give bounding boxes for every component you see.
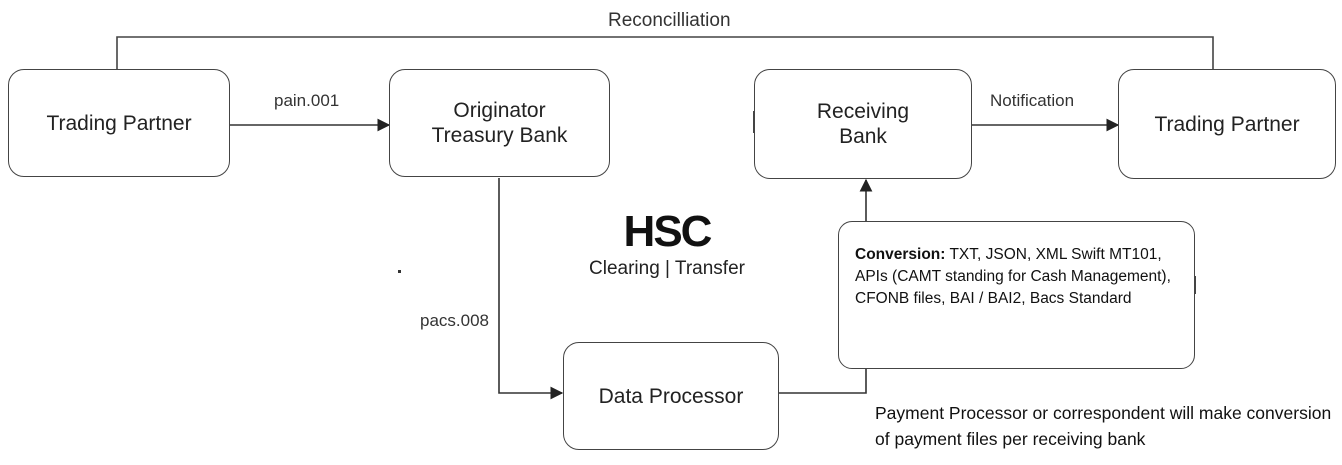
hsc-logo: HSC <box>623 207 713 256</box>
tick-conversion-right <box>1195 276 1196 294</box>
node-trading-partner-left-label: Trading Partner <box>46 111 192 135</box>
reconciliation-label: Reconcilliation <box>608 10 731 31</box>
edge-label-notification: Notification <box>990 91 1075 110</box>
node-data-processor: Data Processor <box>563 342 779 450</box>
hsc-brand: HSC Clearing | Transfer <box>582 210 752 280</box>
node-trading-partner-left: Trading Partner <box>8 69 230 177</box>
reconciliation-bracket <box>116 36 1214 70</box>
conversion-box: Conversion: TXT, JSON, XML Swift MT101, … <box>838 221 1195 369</box>
node-receiving-bank-label: Receiving Bank <box>816 100 910 148</box>
arrow-pacs <box>498 178 564 400</box>
node-trading-partner-right: Trading Partner <box>1118 69 1336 179</box>
processor-note: Payment Processor or correspondent will … <box>875 403 1332 449</box>
node-receiving-bank: Receiving Bank <box>754 69 972 179</box>
brand-subtitle: Clearing | Transfer <box>589 258 745 279</box>
stray-dot <box>398 270 401 273</box>
tick-originator-right <box>609 111 610 133</box>
edge-label-pain: pain.001 <box>274 91 340 110</box>
tick-receiving-left <box>753 111 754 133</box>
edge-label-pacs: pacs.008 <box>418 311 491 331</box>
node-data-processor-label: Data Processor <box>598 384 744 408</box>
node-originator: Originator Treasury Bank <box>389 69 610 177</box>
conversion-text: TXT, JSON, XML Swift MT101, APIs (CAMT s… <box>855 246 1171 307</box>
node-originator-label: Originator Treasury Bank <box>431 99 568 147</box>
conversion-title: Conversion: <box>855 246 946 263</box>
node-trading-partner-right-label: Trading Partner <box>1154 112 1300 136</box>
